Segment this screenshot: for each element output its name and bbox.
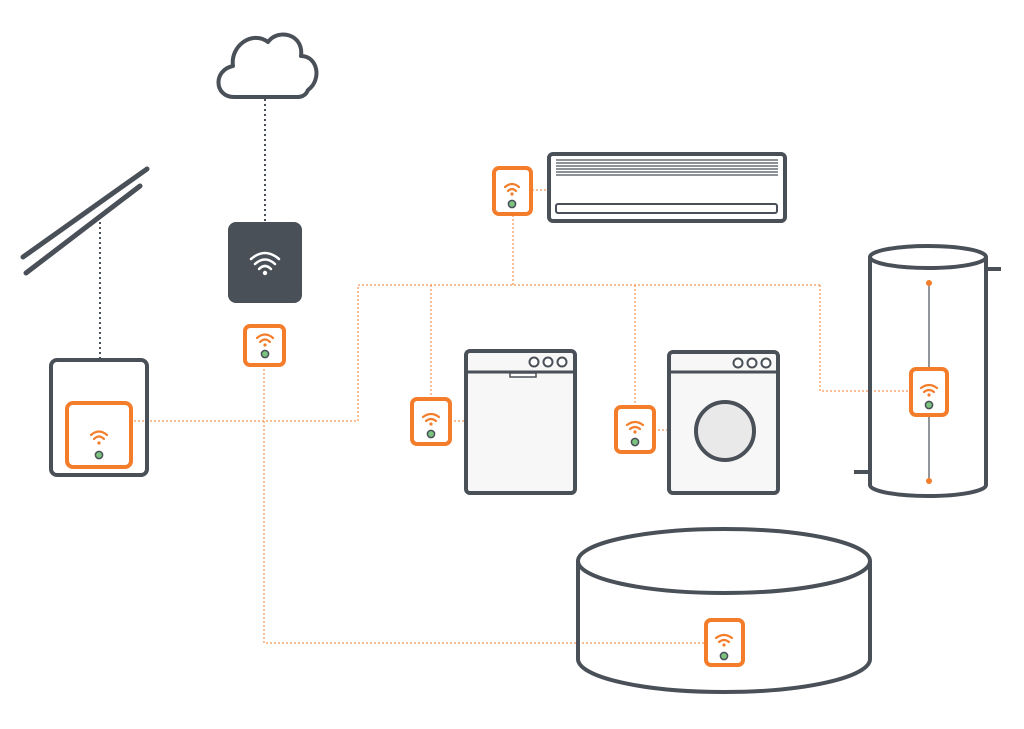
- wifi-plug-pool[interactable]: [704, 618, 745, 667]
- wifi-plug-washer[interactable]: [614, 405, 656, 454]
- pool: [576, 527, 872, 694]
- dishwasher: [464, 349, 577, 495]
- wifi-plug-dishwasher[interactable]: [410, 397, 452, 446]
- wifi-plug-aircon[interactable]: [492, 166, 533, 216]
- wifi-router-icon[interactable]: [228, 222, 302, 303]
- solar-inverter: [49, 358, 149, 477]
- network-links: [134, 189, 910, 644]
- link-bus-to-heater: [819, 285, 910, 392]
- wifi-plug-heater[interactable]: [909, 367, 949, 417]
- solar-panel-icon: [20, 166, 150, 276]
- cloud-icon: [216, 32, 319, 99]
- link-inverter-to-bus: [134, 284, 820, 422]
- link-router-to-pool: [263, 365, 706, 644]
- wifi-plug-router[interactable]: [243, 324, 286, 367]
- wifi-plug-inverter[interactable]: [65, 401, 133, 469]
- air-conditioner: [547, 152, 787, 223]
- washing-machine: [667, 350, 780, 495]
